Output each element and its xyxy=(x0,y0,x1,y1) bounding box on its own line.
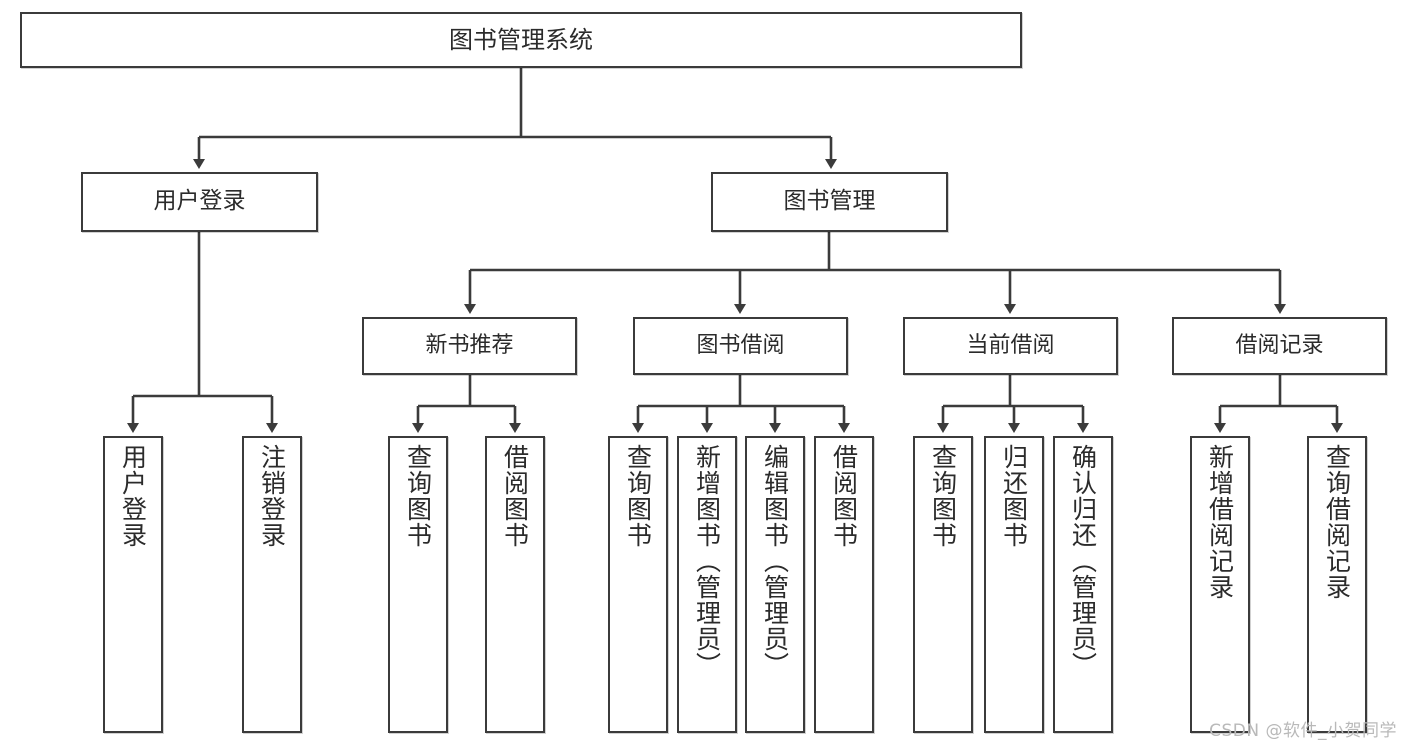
node-borrow-record[interactable]: 借阅记录 xyxy=(1172,317,1387,375)
node-leaf-user-login[interactable]: 用户登录 xyxy=(103,436,163,733)
node-leaf-query-book-current[interactable]: 查询图书 xyxy=(913,436,973,733)
node-leaf-borrow-book-rec-label: 借阅图书 xyxy=(500,444,530,548)
node-leaf-query-borrow-record[interactable]: 查询借阅记录 xyxy=(1307,436,1367,733)
node-user-login[interactable]: 用户登录 xyxy=(81,172,318,232)
node-leaf-borrow-book-label: 借阅图书 xyxy=(829,444,859,548)
node-current-borrow-label: 当前借阅 xyxy=(966,333,1055,359)
node-leaf-logout[interactable]: 注销登录 xyxy=(242,436,302,733)
node-book-manage[interactable]: 图书管理 xyxy=(711,172,948,232)
node-new-book-rec-label: 新书推荐 xyxy=(425,333,514,359)
node-leaf-logout-label: 注销登录 xyxy=(257,444,287,548)
node-leaf-query-book-borrow[interactable]: 查询图书 xyxy=(608,436,668,733)
node-leaf-query-book-current-label: 查询图书 xyxy=(928,444,958,548)
node-user-login-label: 用户登录 xyxy=(153,188,246,215)
node-current-borrow[interactable]: 当前借阅 xyxy=(903,317,1118,375)
node-leaf-add-book-admin-label: 新增图书（管理员） xyxy=(692,444,722,678)
node-book-manage-label: 图书管理 xyxy=(783,188,876,215)
node-leaf-edit-book-admin[interactable]: 编辑图书（管理员） xyxy=(745,436,805,733)
node-new-book-rec[interactable]: 新书推荐 xyxy=(362,317,577,375)
node-root[interactable]: 图书管理系统 xyxy=(20,12,1022,68)
node-leaf-borrow-book-rec[interactable]: 借阅图书 xyxy=(485,436,545,733)
node-leaf-add-book-admin[interactable]: 新增图书（管理员） xyxy=(677,436,737,733)
node-leaf-query-borrow-record-label: 查询借阅记录 xyxy=(1322,444,1352,600)
node-leaf-add-borrow-record-label: 新增借阅记录 xyxy=(1205,444,1235,600)
node-leaf-query-book-borrow-label: 查询图书 xyxy=(623,444,653,548)
node-borrow-record-label: 借阅记录 xyxy=(1235,333,1324,359)
node-book-borrow-label: 图书借阅 xyxy=(696,333,785,359)
node-leaf-add-borrow-record[interactable]: 新增借阅记录 xyxy=(1190,436,1250,733)
node-leaf-borrow-book[interactable]: 借阅图书 xyxy=(814,436,874,733)
node-leaf-return-book[interactable]: 归还图书 xyxy=(984,436,1044,733)
node-leaf-confirm-return-admin-label: 确认归还（管理员） xyxy=(1068,444,1098,678)
node-leaf-query-book-rec-label: 查询图书 xyxy=(403,444,433,548)
node-root-label: 图书管理系统 xyxy=(449,25,593,54)
csdn-watermark: CSDN @软件_小贺同学 xyxy=(1209,721,1397,741)
node-leaf-confirm-return-admin[interactable]: 确认归还（管理员） xyxy=(1053,436,1113,733)
node-book-borrow[interactable]: 图书借阅 xyxy=(633,317,848,375)
node-leaf-query-book-rec[interactable]: 查询图书 xyxy=(388,436,448,733)
node-leaf-user-login-label: 用户登录 xyxy=(118,444,148,548)
node-leaf-edit-book-admin-label: 编辑图书（管理员） xyxy=(760,444,790,678)
node-leaf-return-book-label: 归还图书 xyxy=(999,444,1029,548)
